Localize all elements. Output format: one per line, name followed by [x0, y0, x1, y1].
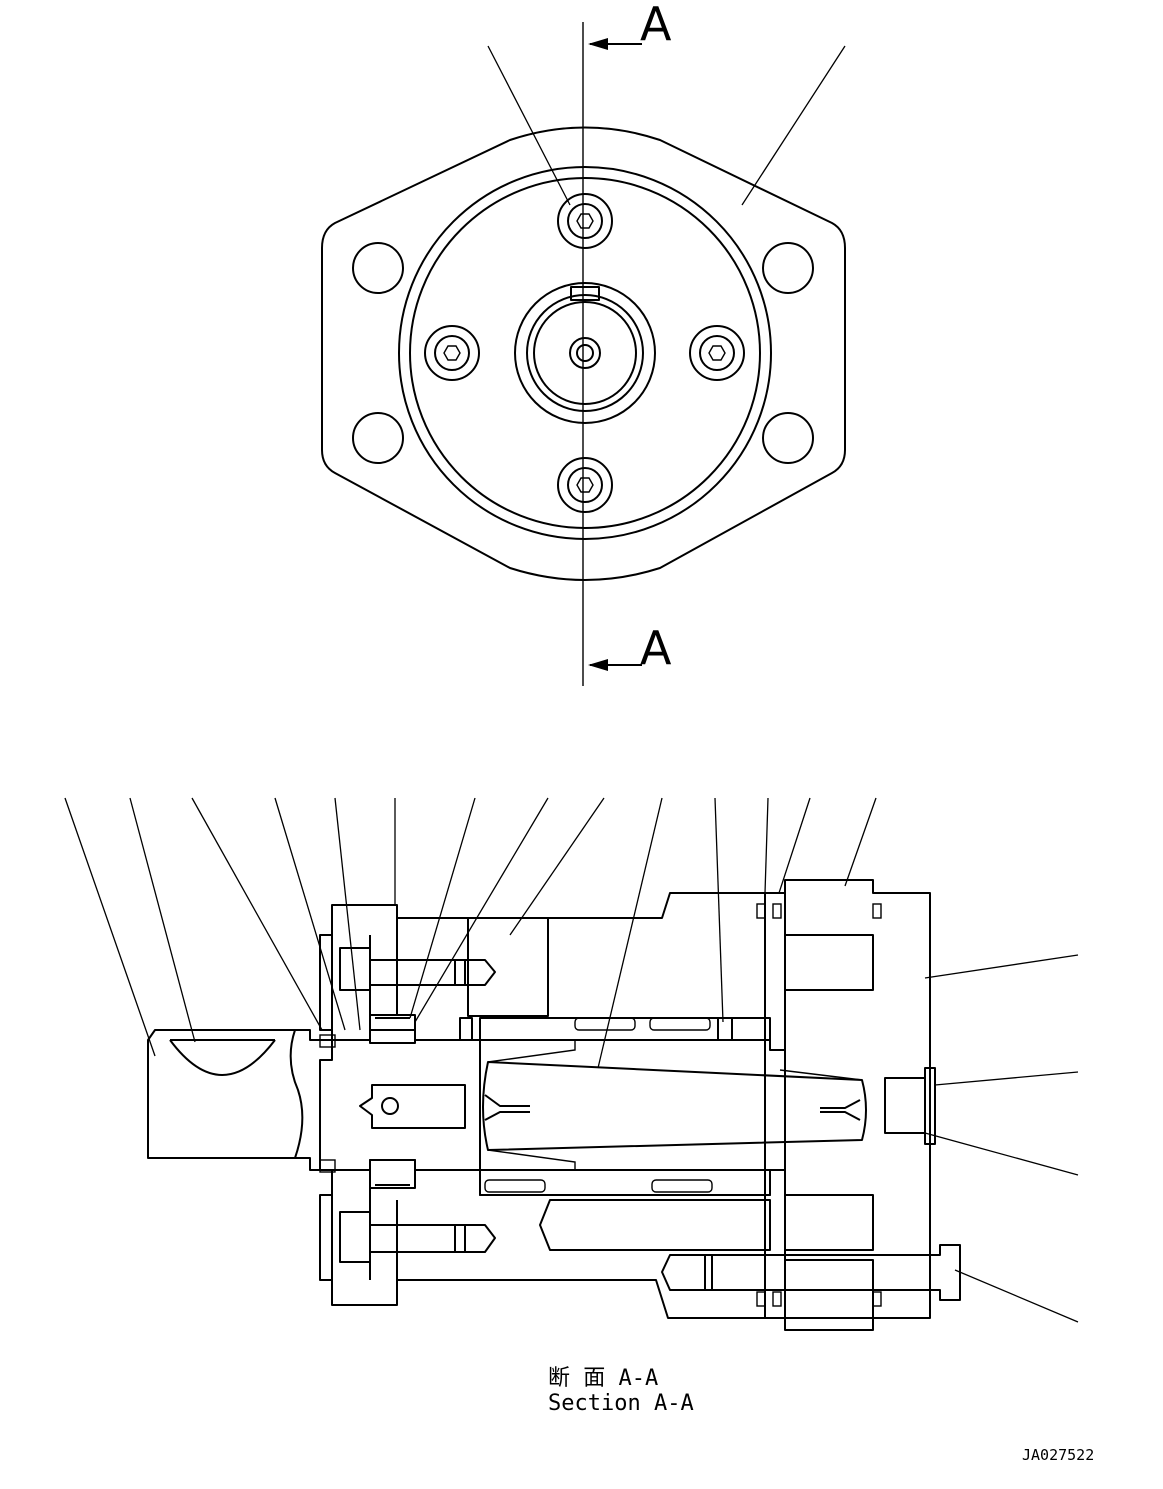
- bearing-front-top: [369, 1014, 416, 1044]
- caption-en: Section A-A: [548, 1391, 694, 1416]
- bolt-section-top: [339, 947, 496, 991]
- shaft-boss: [514, 282, 656, 424]
- mounting-hole-br: [762, 412, 814, 464]
- shaft-section: [147, 1029, 481, 1171]
- bolt-left: [424, 325, 480, 381]
- mounting-hole-tl: [352, 242, 404, 294]
- bolt-right: [689, 325, 745, 381]
- caption-jp: 断 面 A-A: [548, 1366, 658, 1391]
- oil-seal-bottom: [319, 1159, 336, 1173]
- housing-inner: [409, 177, 761, 529]
- section-marker-top: A: [640, 0, 672, 51]
- bolt-section-bottom: [339, 1211, 496, 1263]
- shaft-center-hole: [569, 337, 601, 369]
- flange-outline: [321, 126, 846, 581]
- housing-section-outline: [319, 879, 931, 1331]
- valve-block: [467, 917, 549, 1017]
- drawing-code: JA027522: [1022, 1446, 1094, 1464]
- section-marker-bottom: A: [640, 621, 672, 675]
- section-view: [64, 797, 1079, 1331]
- rear-cover-lower: [784, 1194, 874, 1251]
- rear-plug: [884, 1077, 926, 1134]
- mounting-hole-bl: [352, 412, 404, 464]
- bolt-bottom: [557, 457, 613, 513]
- mounting-hole-tr: [762, 242, 814, 294]
- housing-outer: [398, 166, 772, 540]
- oil-seal-top: [319, 1034, 336, 1048]
- leader-top-2: [741, 45, 846, 206]
- bearing-front-bottom: [369, 1159, 416, 1189]
- shaft-key: [570, 286, 600, 301]
- bolt-top: [557, 193, 613, 249]
- section-arrow-top: [588, 38, 642, 50]
- rear-cover-upper: [784, 934, 874, 991]
- pin-bottom: [661, 1244, 961, 1301]
- shaft-inner: [533, 301, 637, 405]
- shaft-outer: [526, 294, 644, 412]
- piston: [482, 1061, 867, 1151]
- leader-top-1: [487, 45, 571, 206]
- shaft-key-section: [169, 1039, 276, 1076]
- leader-lines: [64, 797, 1079, 1323]
- top-view: [321, 22, 846, 686]
- section-arrow-bottom: [588, 659, 642, 671]
- port-plate: [764, 892, 786, 1319]
